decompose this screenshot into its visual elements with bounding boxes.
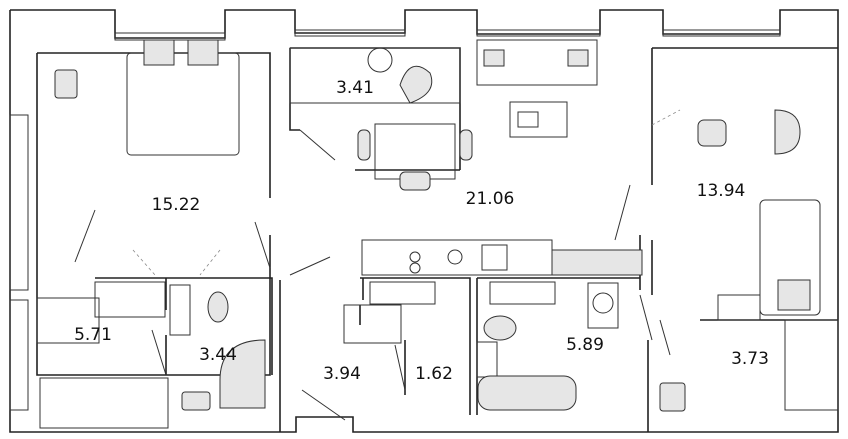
room-labels: 3.41 15.22 21.06 13.94 5.71 3.44 3.94 1.… [74, 78, 769, 384]
furniture [39, 39, 839, 429]
room-area-corridor: 3.73 [731, 349, 769, 369]
room-area-entrance: 3.94 [323, 364, 361, 384]
room-area-living-kitchen: 21.06 [466, 189, 515, 209]
room-area-closet: 1.62 [415, 364, 453, 384]
room-area-hallway: 5.71 [74, 325, 112, 345]
room-area-bedroom-2: 13.94 [697, 181, 746, 201]
doors [74, 109, 681, 421]
room-area-bedroom: 15.22 [152, 195, 201, 215]
room-area-bathroom: 5.89 [566, 335, 604, 355]
room-area-shower-room: 3.44 [199, 345, 237, 365]
room-area-balcony: 3.41 [336, 78, 374, 98]
